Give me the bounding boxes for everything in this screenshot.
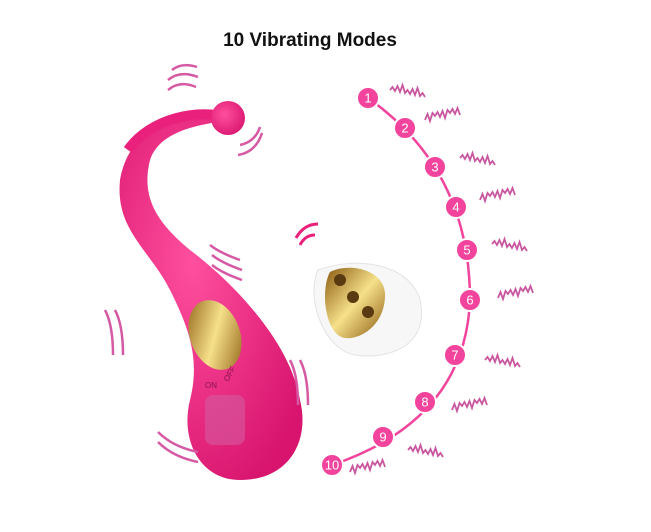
mode-item: 5 (455, 236, 528, 262)
mode-number: 8 (421, 395, 428, 410)
waveform-icon (407, 442, 444, 458)
mode-number: 5 (463, 243, 470, 258)
waveform-icon (484, 352, 521, 368)
mode-number: 10 (325, 458, 339, 473)
mode-number-badge (371, 425, 395, 449)
mode-item: 3 (423, 150, 496, 179)
mode-number-badge (356, 86, 380, 110)
mode-number-badge (455, 238, 479, 262)
mode-number-badge (458, 288, 482, 312)
mode-number-badge (443, 343, 467, 367)
mode-item: 8 (413, 390, 488, 414)
mode-number: 6 (466, 293, 473, 308)
waveform-icon (424, 105, 461, 124)
page-title: 10 Vibrating Modes (223, 30, 397, 51)
mode-list: 1 2 3 4 5 6 7 8 9 10 (320, 82, 534, 477)
waveform-icon (497, 283, 534, 302)
mode-number: 3 (431, 160, 438, 175)
mode-number-badge (320, 453, 344, 477)
remote-control (294, 222, 422, 357)
mode-number: 4 (452, 200, 459, 215)
mode-number-badge (393, 116, 417, 140)
waveform-icon (479, 185, 516, 204)
on-label: ON (205, 381, 217, 390)
mode-number: 2 (401, 121, 408, 136)
mode-number: 1 (364, 91, 371, 106)
waveform-icon (349, 457, 386, 476)
waveform-icon (491, 236, 528, 252)
mode-number: 9 (379, 430, 386, 445)
mode-item: 9 (371, 425, 444, 458)
wireless-icon (294, 222, 319, 246)
mode-number-badge (413, 390, 437, 414)
mode-item: 1 (356, 82, 426, 110)
mode-number-badge (444, 195, 468, 219)
crown-emblem (205, 395, 245, 445)
mode-number-badge (423, 155, 447, 179)
waveform-icon (459, 150, 496, 166)
mode-item: 4 (444, 185, 516, 219)
mode-item: 10 (320, 453, 386, 477)
vibration-marks (103, 63, 310, 464)
mode-number: 7 (451, 348, 458, 363)
mode-item: 7 (443, 343, 521, 368)
waveform-icon (451, 395, 488, 414)
mode-item: 6 (458, 283, 534, 312)
mode-item: 2 (393, 105, 461, 140)
waveform-icon (389, 82, 426, 98)
vibrator-device: ON OFF (119, 101, 303, 480)
